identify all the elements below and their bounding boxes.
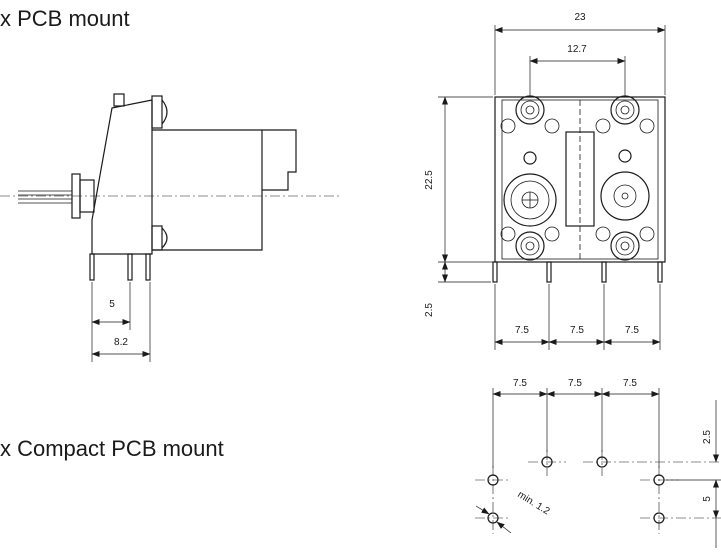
footprint-pitch-2-dim: 7.5 [568,378,582,389]
side-screws [113,93,168,251]
side-view: 5 8.2 [0,93,340,362]
row-offset-dim: 2.5 [702,430,713,444]
side-pcb-pins [89,253,151,281]
connector-body [152,129,263,251]
bottom-right-screw [595,226,655,261]
compact-pcb-mount-heading: x Compact PCB mount [0,436,224,461]
min-hole-dim: min. 1.2 [515,489,551,517]
rear-pins [18,190,72,204]
contact-right [600,171,650,221]
connector-cap [262,129,297,191]
side-dimensions: 5 8.2 [91,282,151,362]
top-left-screw [500,95,560,134]
front-pitch-3-dim: 7.5 [625,325,639,336]
contact-left [503,173,557,227]
mounting-bracket [91,99,153,255]
front-dimensions: 23 12.7 22.5 2.5 7.5 [424,12,666,350]
front-pitch-1-dim: 7.5 [515,325,529,336]
footprint-pitch-3-dim: 7.5 [623,378,637,389]
front-housing [494,96,666,263]
footprint-holes [475,450,721,534]
small-hole-right [618,149,632,163]
hole-spacing-dim: 12.7 [567,44,587,55]
small-hole-left [523,151,537,165]
pcb-footprint: 7.5 7.5 7.5 [475,378,721,548]
bottom-left-screw [500,226,560,261]
pin-offset-dim: 2.5 [424,303,435,317]
overall-dim: 8.2 [114,337,128,348]
front-pitch-2-dim: 7.5 [570,325,584,336]
width-dim: 23 [574,12,586,23]
pin-spacing-dim: 5 [109,299,115,310]
footprint-pitch-1-dim: 7.5 [513,378,527,389]
front-view: 23 12.7 22.5 2.5 7.5 [424,12,666,350]
height-dim: 22.5 [424,170,435,190]
front-pins [492,261,663,283]
top-right-screw [595,95,655,134]
pcb-mount-heading: x PCB mount [0,6,130,31]
rear-flange [71,173,95,219]
row-spacing-dim: 5 [702,496,713,502]
